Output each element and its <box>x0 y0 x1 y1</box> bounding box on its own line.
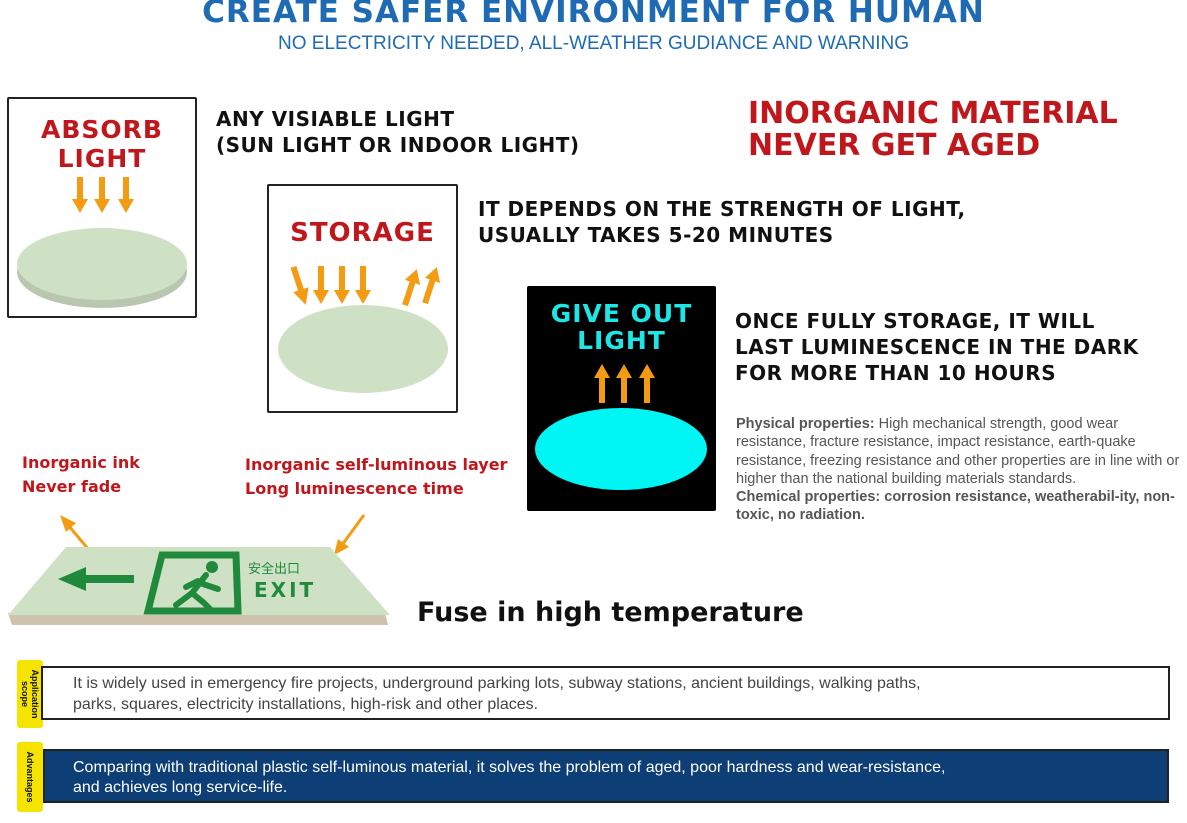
exit-arrow-icon <box>58 567 134 591</box>
absorb-card-title: ABSORB LIGHT <box>9 115 195 173</box>
running-man-icon <box>143 551 242 615</box>
give-out-desc-line2: LAST LUMINESCENCE IN THE DARK <box>735 335 1139 359</box>
ink-note-line2: Never fade <box>22 477 122 496</box>
page-title: CREATE SAFER ENVIRONMENT FOR HUMAN <box>202 0 985 30</box>
storage-desc-line1: IT DEPENDS ON THE STRENGTH OF LIGHT, <box>478 197 966 221</box>
physical-properties: Physical properties: High mechanical str… <box>736 415 1182 488</box>
give-out-description: ONCE FULLY STORAGE, IT WILL LAST LUMINES… <box>735 308 1139 386</box>
chemical-properties: Chemical properties: corrosion resistanc… <box>736 488 1182 525</box>
storage-description: IT DEPENDS ON THE STRENGTH OF LIGHT, USU… <box>478 196 966 248</box>
glowing-disc-icon <box>535 408 707 490</box>
absorb-light-card: ABSORB LIGHT <box>7 97 197 318</box>
chemical-properties-label: Chemical properties: corrosion resistanc… <box>736 489 1175 524</box>
absorb-illustration <box>17 177 187 308</box>
advantages-tag: Advantages <box>17 742 43 812</box>
advantages-line1: Comparing with traditional plastic self-… <box>73 759 946 776</box>
layer-note: Inorganic self-luminous layer Long lumin… <box>245 453 507 501</box>
exit-sign-edge <box>8 613 388 625</box>
page-subtitle: NO ELECTRICITY NEEDED, ALL-WEATHER GUDIA… <box>278 33 909 54</box>
ink-note: Inorganic ink Never fade <box>22 451 140 499</box>
give-out-title-line2: LIGHT <box>577 326 666 355</box>
exit-sign-chinese: 安全出口 <box>248 561 300 577</box>
glow-disc-icon <box>17 228 187 300</box>
absorb-desc-line1: ANY VISIABLE LIGHT <box>216 107 455 131</box>
absorb-desc-line2: (SUN LIGHT OR INDOOR LIGHT) <box>216 133 580 157</box>
exit-sign-english: EXIT <box>254 578 316 602</box>
application-scope-tag-label: Application scope <box>20 669 40 719</box>
physical-properties-text: High mechanical strength, good wear resi… <box>736 416 1180 487</box>
highlight-line1: INORGANIC MATERIAL <box>748 96 1118 131</box>
layer-pointer-arrow-icon <box>334 514 366 555</box>
advantages-tag-label: Advantages <box>25 751 35 803</box>
layer-note-line2: Long luminescence time <box>245 479 464 498</box>
fuse-heading: Fuse in high temperature <box>417 597 804 628</box>
exit-sign-illustration: 安全出口 EXIT <box>8 514 390 625</box>
storage-desc-line2: USUALLY TAKES 5-20 MINUTES <box>478 223 834 247</box>
storage-illustration <box>278 265 448 393</box>
application-line1: It is widely used in emergency fire proj… <box>73 675 921 692</box>
incoming-light-arrows-icon <box>72 177 134 213</box>
application-line2: parks, squares, electricity installation… <box>73 696 539 713</box>
absorb-card-title-line1: ABSORB <box>41 115 163 144</box>
advantages-box: Comparing with traditional plastic self-… <box>43 749 1169 803</box>
give-out-desc-line1: ONCE FULLY STORAGE, IT WILL <box>735 309 1095 333</box>
storage-disc-icon <box>278 305 448 393</box>
application-scope-box: It is widely used in emergency fire proj… <box>41 666 1170 720</box>
give-out-title-line1: GIVE OUT <box>550 299 693 328</box>
ink-note-line1: Inorganic ink <box>22 453 140 472</box>
give-out-light-card: GIVE OUT LIGHT <box>527 286 716 511</box>
absorb-description: ANY VISIABLE LIGHT (SUN LIGHT OR INDOOR … <box>216 106 580 158</box>
storage-card-title: STORAGE <box>290 218 435 248</box>
physical-properties-label: Physical properties: <box>736 416 875 432</box>
emitted-light-arrows-icon <box>594 364 655 403</box>
storage-card: STORAGE <box>267 184 458 413</box>
layer-note-line1: Inorganic self-luminous layer <box>245 455 508 474</box>
inorganic-highlight: INORGANIC MATERIAL NEVER GET AGED <box>748 98 1118 162</box>
highlight-line2: NEVER GET AGED <box>748 128 1041 163</box>
give-out-card-title: GIVE OUT LIGHT <box>527 300 716 354</box>
storage-light-arrows-icon <box>290 265 441 307</box>
properties-text: Physical properties: High mechanical str… <box>736 415 1182 525</box>
absorb-card-title-line2: LIGHT <box>57 144 147 173</box>
advantages-line2: and achieves long service-life. <box>73 779 288 796</box>
give-out-illustration <box>535 364 707 490</box>
give-out-desc-line3: FOR MORE THAN 10 HOURS <box>735 361 1057 385</box>
application-scope-tag: Application scope <box>17 660 43 728</box>
